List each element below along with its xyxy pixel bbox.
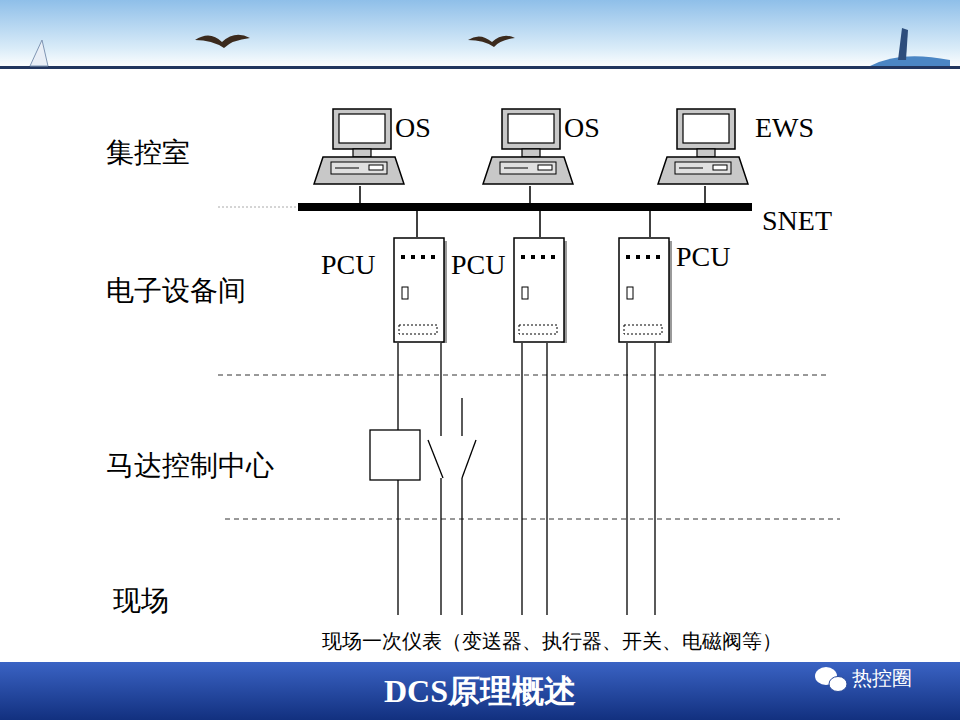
computer-node: EWS [657, 108, 837, 186]
connector-line [416, 211, 418, 237]
slide-title: DCS原理概述 [384, 670, 576, 714]
zone-label: 电子设备间 [106, 272, 246, 310]
zone-label: 集控室 [106, 134, 190, 172]
cabinet-icon [393, 237, 449, 345]
statue [898, 28, 908, 60]
node-label: PCU [321, 249, 375, 281]
computer-node: OS [313, 108, 443, 186]
field-wires [370, 343, 655, 615]
connector-line [359, 186, 361, 203]
node-label: PCU [451, 249, 505, 281]
connector-line [704, 186, 706, 203]
pcu-cabinet: PCU [618, 237, 674, 345]
pcu-cabinet: PCU [513, 237, 569, 345]
computer-icon [657, 108, 749, 186]
cabinet-icon [618, 237, 674, 345]
cabinet-icon [513, 237, 569, 345]
zone-divider [218, 375, 830, 376]
connector-line [649, 211, 651, 237]
title-bar [0, 662, 960, 720]
connector-line [539, 211, 541, 237]
network-bus [298, 203, 752, 211]
computer-node: OS [482, 108, 612, 186]
wechat-icon [815, 667, 847, 692]
pcu-cabinet: PCU [393, 237, 449, 345]
connector-line [529, 186, 531, 203]
computer-icon [482, 108, 574, 186]
node-label: OS [395, 112, 431, 144]
node-label: SNET [762, 205, 832, 237]
zone-label: 马达控制中心 [106, 447, 274, 485]
sky-banner [0, 0, 960, 68]
banner-rule [0, 66, 960, 69]
zone-label: 现场 [113, 582, 169, 620]
bird [468, 36, 515, 47]
node-label: EWS [755, 112, 814, 144]
note-text: 现场一次仪表（变送器、执行器、开关、电磁阀等） [322, 628, 782, 655]
zone-divider [225, 519, 840, 520]
node-label: PCU [676, 241, 730, 273]
node-label: OS [564, 112, 600, 144]
island [870, 56, 950, 66]
computer-icon [313, 108, 405, 186]
sail-icon [30, 40, 48, 66]
watermark: 热控圈 [852, 665, 912, 692]
bird [195, 35, 250, 48]
faint-line [218, 207, 298, 208]
